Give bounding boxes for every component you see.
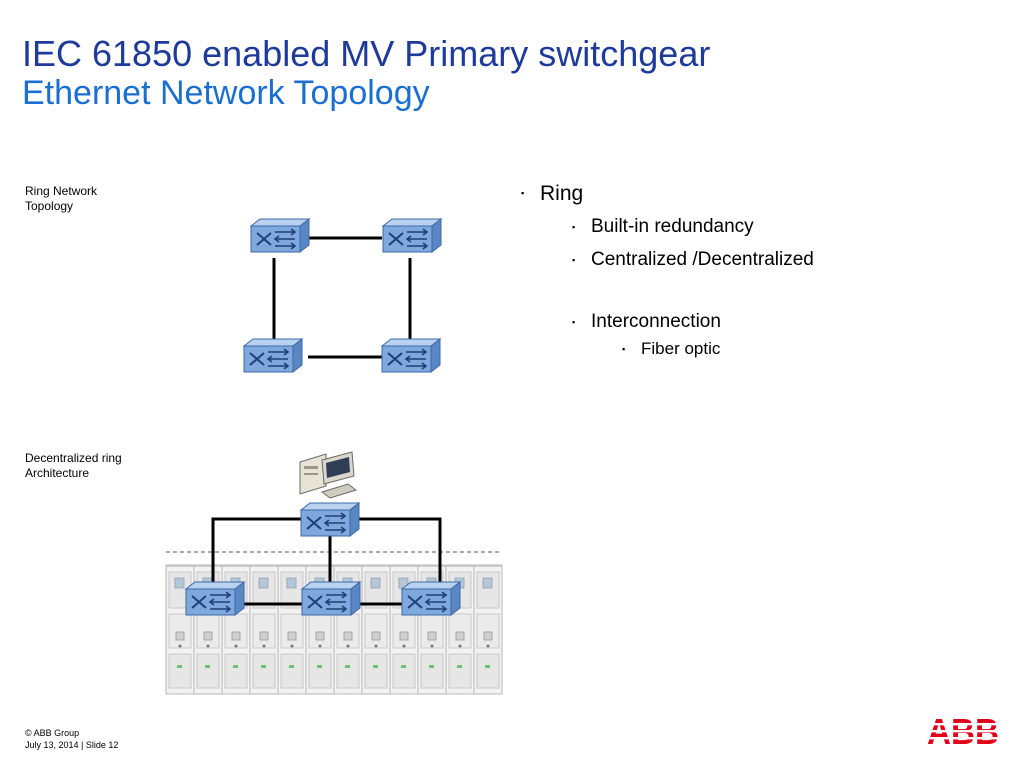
bullet-marker: ▪ (572, 222, 576, 232)
decentralized-ring-caption: Decentralized ring Architecture (25, 451, 122, 480)
decentralized-links (211, 517, 442, 606)
bullet-marker: ▪ (572, 255, 576, 265)
page-subtitle: Ethernet Network Topology (22, 74, 430, 112)
panel-switch-middle (301, 581, 361, 616)
ring-links (272, 236, 412, 359)
ring-switch-top-left (250, 218, 310, 253)
bullet-redundancy: ▪ Built-in redundancy (572, 216, 754, 237)
ring-switch-bottom-left (243, 338, 303, 373)
bullet-ring: ▪ Ring (521, 182, 584, 205)
abb-logo: ABB (926, 714, 1000, 746)
ring-topology-caption: Ring Network Topology (25, 184, 98, 213)
top-switch (300, 502, 360, 537)
bullet-marker: ▪ (622, 344, 626, 354)
panel-switch-right (401, 581, 461, 616)
page-title: IEC 61850 enabled MV Primary switchgear (22, 33, 711, 74)
footer-copyright: © ABB Group (25, 728, 80, 738)
bullet-marker: ▪ (521, 188, 525, 198)
ring-switch-bottom-right (381, 338, 441, 373)
panel-switch-left (185, 581, 245, 616)
footer-date-slide: July 13, 2014 | Slide 12 (25, 740, 119, 750)
bullet-centralized: ▪ Centralized /Decentralized (572, 249, 814, 270)
computer-icon (299, 451, 358, 499)
title-block: IEC 61850 enabled MV Primary switchgear … (22, 33, 711, 113)
bullet-list: ▪ Ring ▪ Built-in redundancy ▪ Centraliz… (520, 180, 1000, 360)
bullet-interconnection: ▪ Interconnection (572, 311, 721, 332)
bullet-fiber-optic: ▪ Fiber optic (622, 339, 721, 358)
bullet-marker: ▪ (572, 317, 576, 327)
ring-switch-top-right (382, 218, 442, 253)
footer: © ABB Group July 13, 2014 | Slide 12 (25, 727, 118, 751)
